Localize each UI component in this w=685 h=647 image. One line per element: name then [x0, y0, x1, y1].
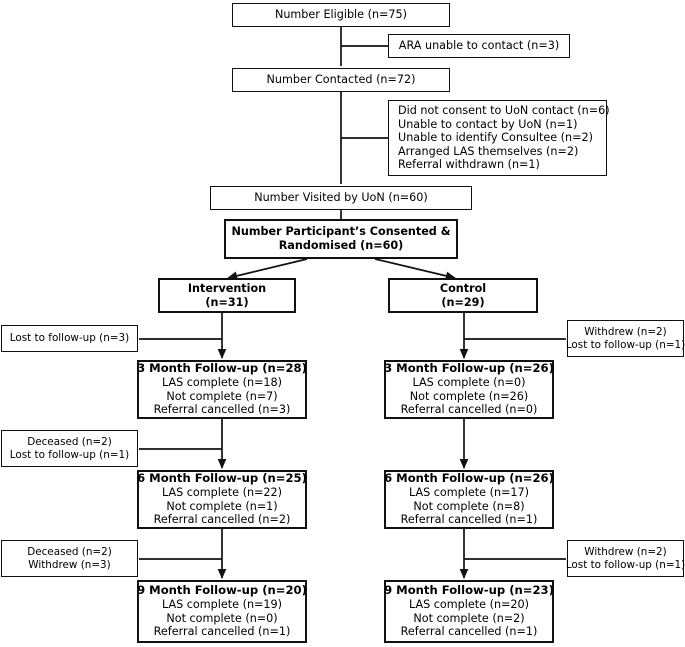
node-line: Not complete (n=2) [413, 611, 525, 625]
node-control-3m-followup: 3 Month Follow-up (n=26)LAS complete (n=… [384, 360, 554, 419]
node-line: Not complete (n=0) [166, 611, 278, 625]
node-line: Not complete (n=7) [166, 389, 278, 403]
node-line: Referral cancelled (n=1) [400, 513, 538, 527]
node-intervention-lost-3m: Lost to follow-up (n=3) [1, 325, 138, 352]
node-number-eligible: Number Eligible (n=75) [232, 3, 450, 27]
node-line: 9 Month Follow-up (n=23) [384, 583, 554, 598]
node-uon-exclusions: Did not consent to UoN contact (n=6)Unab… [388, 100, 610, 176]
node-line: Number Participant’s Consented & [231, 225, 451, 239]
node-line: LAS complete (n=18) [161, 375, 283, 389]
node-line: Withdrew (n=3) [28, 558, 111, 571]
node-line: Lost to follow-up (n=1) [565, 338, 685, 351]
node-control-6m-followup: 6 Month Follow-up (n=26)LAS complete (n=… [384, 470, 554, 529]
node-line: LAS complete (n=0) [412, 375, 526, 389]
node-line: Unable to contact by UoN (n=1) [398, 117, 578, 131]
node-line: (n=29) [441, 295, 485, 309]
node-line: Not complete (n=8) [413, 499, 525, 513]
line-randomised-to-control [374, 258, 456, 281]
node-line: Intervention [187, 281, 267, 295]
node-line: Number Eligible (n=75) [274, 8, 408, 22]
node-consented-randomised: Number Participant’s Consented &Randomis… [224, 219, 458, 259]
node-line: ARA unable to contact (n=3) [398, 39, 560, 53]
node-line: 3 Month Follow-up (n=28) [137, 361, 307, 376]
node-line: Referral cancelled (n=2) [153, 513, 291, 527]
node-line: 9 Month Follow-up (n=20) [137, 583, 307, 598]
node-line: Lost to follow-up (n=1) [9, 448, 130, 461]
node-line: Randomised (n=60) [278, 239, 404, 252]
node-number-visited-by-uon: Number Visited by UoN (n=60) [210, 186, 472, 210]
node-intervention-lost-9m: Deceased (n=2)Withdrew (n=3) [1, 540, 138, 577]
node-line: Deceased (n=2) [27, 435, 112, 448]
node-line: Lost to follow-up (n=3) [9, 332, 130, 345]
node-control-9m-followup: 9 Month Follow-up (n=23)LAS complete (n=… [384, 580, 554, 643]
node-control-lost-9m: Withdrew (n=2)Lost to follow-up (n=1) [565, 540, 685, 577]
node-line: LAS complete (n=17) [408, 485, 530, 499]
node-line: 6 Month Follow-up (n=25) [137, 471, 307, 486]
node-line: Referral cancelled (n=1) [400, 625, 538, 639]
node-line: Referral withdrawn (n=1) [398, 158, 540, 172]
node-line: Arranged LAS themselves (n=2) [398, 144, 579, 158]
node-line: Did not consent to UoN contact (n=6) [398, 104, 610, 118]
node-line: Number Contacted (n=72) [266, 73, 416, 87]
node-intervention-9m-followup: 9 Month Follow-up (n=20)LAS complete (n=… [137, 580, 307, 643]
node-line: Referral cancelled (n=3) [153, 403, 291, 417]
node-line: LAS complete (n=19) [161, 597, 283, 611]
node-line: Withdrew (n=2) [584, 325, 667, 338]
node-line: LAS complete (n=22) [161, 485, 283, 499]
node-number-contacted: Number Contacted (n=72) [232, 68, 450, 92]
node-intervention-6m-followup: 6 Month Follow-up (n=25)LAS complete (n=… [137, 470, 307, 529]
node-line: 6 Month Follow-up (n=26) [384, 471, 554, 486]
node-line: Not complete (n=1) [166, 499, 278, 513]
node-line: Unable to identify Consultee (n=2) [398, 131, 593, 145]
node-control-lost-3m: Withdrew (n=2)Lost to follow-up (n=1) [565, 320, 685, 357]
line-randomised-to-intervention [227, 258, 308, 281]
node-line: Not complete (n=26) [409, 389, 529, 403]
node-line: Control [439, 281, 487, 295]
node-intervention-3m-followup: 3 Month Follow-up (n=28)LAS complete (n=… [137, 360, 307, 419]
node-intervention-arm: Intervention(n=31) [158, 278, 296, 313]
node-line: Referral cancelled (n=1) [153, 625, 291, 639]
node-line: Lost to follow-up (n=1) [565, 558, 685, 571]
node-intervention-lost-6m: Deceased (n=2)Lost to follow-up (n=1) [1, 430, 138, 467]
node-line: Referral cancelled (n=0) [400, 403, 538, 417]
node-line: Number Visited by UoN (n=60) [254, 191, 428, 205]
node-control-arm: Control(n=29) [388, 278, 538, 313]
node-ara-unable-to-contact: ARA unable to contact (n=3) [388, 34, 570, 58]
node-line: Deceased (n=2) [27, 545, 112, 558]
node-line: 3 Month Follow-up (n=26) [384, 361, 554, 376]
node-line: Withdrew (n=2) [584, 545, 667, 558]
node-line: (n=31) [205, 295, 249, 309]
node-line: LAS complete (n=20) [408, 597, 530, 611]
